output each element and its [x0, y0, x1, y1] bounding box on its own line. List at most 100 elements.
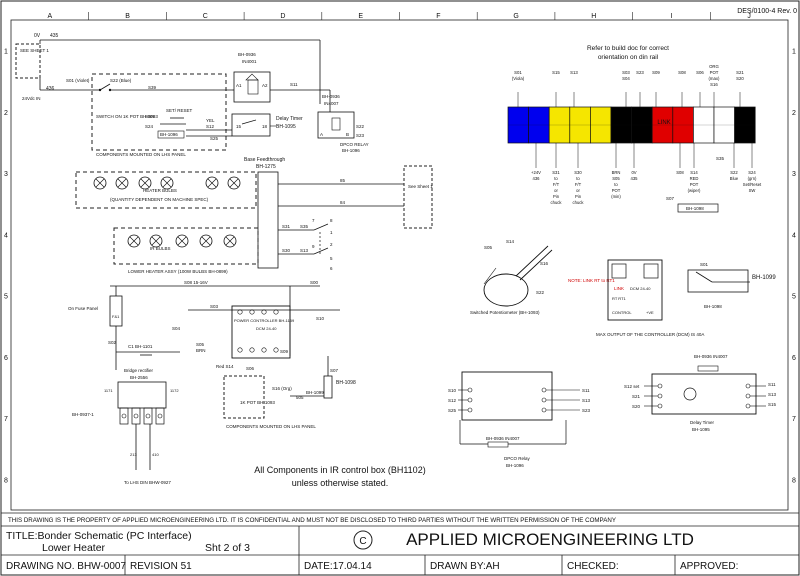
revision-number: REVISION 51	[130, 561, 192, 572]
din-top-label: S09	[652, 70, 660, 75]
ir-bulb-row	[127, 234, 237, 248]
grid-column-i: I	[670, 13, 672, 20]
din-bh1098: BH-1098	[686, 206, 704, 211]
din-top-label: S03	[622, 70, 630, 75]
s04-label: S04	[172, 326, 181, 331]
grid-row-right-4: 4	[792, 232, 796, 239]
rd-s12: S12	[448, 398, 457, 403]
title-line-1: TITLE:Bonder Schematic (PC Interface)	[6, 530, 192, 542]
s31-label: S31	[282, 224, 291, 229]
din-bottom-label: Pin	[553, 194, 560, 199]
grid-row-3: 3	[4, 171, 8, 178]
din-bottom-label: RED	[690, 176, 699, 181]
grid-row-5: 5	[4, 294, 8, 301]
bracket-detail: BH-1099 S01 BH-1098	[687, 262, 776, 309]
property-notice: THIS DRAWING IS THE PROPERTY OF APPLIED …	[8, 517, 616, 524]
rd-s10: S10	[448, 388, 457, 393]
pin-icon	[541, 387, 547, 393]
note-line-2: unless otherwise stated.	[292, 478, 389, 488]
grid-column-h: H	[591, 13, 596, 20]
grid-row-6: 6	[4, 355, 8, 362]
din-bottom-label: to	[614, 182, 618, 187]
grid-row-right-3: 3	[792, 171, 796, 178]
heater-section: Base Feedthrough BH-1275 HEATER BULBS (Q…	[75, 157, 433, 274]
supply-section: SEE SHEET 1 0V 435 24Vdc IN 436	[15, 33, 321, 104]
s13-label: S13	[300, 248, 309, 253]
yel-label: YEL	[206, 118, 215, 123]
power-controller-box	[231, 305, 291, 359]
dpco-relay-section: BH-0936 IN4007 A B S22 S23 DPCO RELAY BH…	[317, 90, 369, 153]
v24-label: 24Vdc IN	[22, 96, 41, 101]
pot-label: 1K POT BH-1093	[240, 400, 275, 405]
bracket-bh1098: BH-1098	[704, 304, 722, 309]
wire-84: 84	[340, 200, 346, 205]
s03-label: S03	[210, 304, 219, 309]
grid-column-g: G	[513, 13, 518, 20]
contact-6: 6	[330, 266, 333, 271]
timer-s11: S11	[290, 82, 298, 87]
din-top-label: S01	[514, 70, 522, 75]
delay-timer-section: BH-0936 IN4001 A1 A2 S11 15 18 Delay Tim…	[231, 52, 330, 137]
grid-row-2: 2	[4, 110, 8, 117]
heater-bulb-icon	[227, 176, 241, 190]
heater-bulb-icon	[160, 176, 174, 190]
note-line-1: All Components in IR control box (BH1102…	[254, 465, 425, 475]
s24-label: S24	[145, 124, 154, 129]
td-s13: S13	[768, 392, 777, 397]
heater-qty-label: (QUANTITY DEPENDENT ON MACHINE SPEC)	[110, 197, 209, 202]
grid-column-e: E	[358, 13, 363, 20]
505-label: 505	[296, 395, 304, 400]
terminal-block-icon	[155, 407, 165, 425]
see-sheet-1-ref: See Sheet 1	[408, 184, 433, 189]
wire-436-label: 436	[46, 86, 55, 92]
pin-icon	[467, 397, 473, 403]
bh1096-label: BH-1096	[160, 132, 178, 137]
controller-terminals	[237, 309, 279, 353]
din-bottom-labels: +24V436S31toF/TorPinchuckS30toF/TorPinch…	[531, 143, 762, 205]
dpco-relay-part: BH-1096	[342, 148, 360, 153]
s12-label: S12	[206, 124, 215, 129]
pin-icon	[745, 393, 751, 399]
din-bottom-label: F/T	[575, 182, 582, 187]
dpco-diode-num: IN4007	[324, 101, 339, 106]
td-s21: S21	[632, 394, 641, 399]
lower-heater-assy-label: LOWER HEATER ASSY (100W BULBS BH-0899)	[128, 269, 228, 274]
contact-2: 2	[330, 242, 333, 247]
grid-column-c: C	[203, 13, 208, 20]
din-bottom-label: Blue	[730, 176, 739, 181]
contact-8: 8	[330, 218, 333, 223]
din-link-label: LINK	[657, 120, 670, 126]
s08-label: S08 15-16V	[184, 280, 208, 285]
company-name: APPLIED MICROENGINEERING LTD	[406, 530, 694, 549]
components-lhs-label: COMPONENTS MOUNTED ON LHS PANEL	[226, 424, 316, 429]
grid-row-right-5: 5	[792, 294, 796, 301]
din-bottom-label: to	[554, 176, 558, 181]
set-reset-label: SET/ RESET	[166, 108, 193, 113]
din-top-label: S13	[570, 70, 578, 75]
dpco-b: B	[346, 132, 349, 137]
din-top-label: S08	[678, 70, 686, 75]
din-rail-section: Refer to build doc for correct orientati…	[507, 45, 762, 213]
terminal-screw-icon	[237, 347, 243, 353]
din-bottom-label: 435	[631, 176, 639, 181]
din-s35: S35	[716, 156, 725, 161]
grid-column-j: J	[747, 13, 751, 20]
s25-label: S25	[210, 136, 219, 141]
pin-icon	[467, 387, 473, 393]
pin-icon	[541, 407, 547, 413]
dcm-control: CONTROL	[612, 310, 632, 315]
din-s07: S07	[666, 196, 675, 201]
din-bottom-label: +24V	[531, 170, 541, 175]
c1-label: C1 BH-1101	[128, 344, 153, 349]
heater-bulb-icon	[205, 176, 219, 190]
copyright-mark: C	[359, 536, 366, 547]
grid-column-a: A	[48, 13, 53, 20]
relay-detail-pins	[458, 387, 580, 413]
approved-field: APPROVED:	[680, 561, 738, 572]
td-s11: S11	[768, 382, 776, 387]
ir-bulb-icon	[199, 234, 213, 248]
